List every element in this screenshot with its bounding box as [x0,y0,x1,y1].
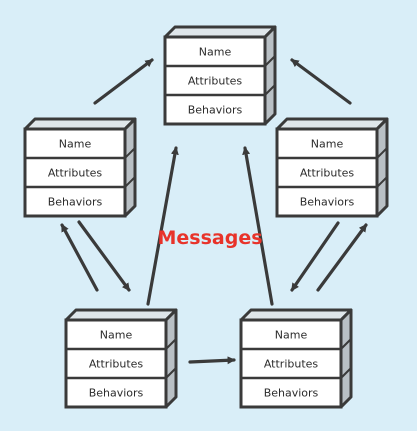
message-arrow [316,223,368,292]
box-side-divider [124,176,136,188]
box-front-face [239,318,343,409]
box-side-divider [165,367,177,379]
box-front-face [275,127,379,218]
box-attributes-label: Attributes [300,167,355,180]
message-arrow [146,146,179,306]
box-behaviors-label: Behaviors [264,387,319,400]
box-side-divider [340,338,352,350]
box-name-label: Name [311,138,344,151]
box-name-label: Name [59,138,92,151]
box-name-label: Name [100,329,133,342]
box-side-divider [165,338,177,350]
box-attributes-label: Attributes [89,358,144,371]
box-side-divider [376,147,388,159]
box-side-divider [376,176,388,188]
message-arrow [93,58,154,105]
object-boxes: NameAttributesBehaviorsNameAttributesBeh… [23,25,389,409]
box-side-divider [340,367,352,379]
box-name-label: Name [275,329,308,342]
box-behaviors-label: Behaviors [89,387,144,400]
box-attributes-label: Attributes [48,167,103,180]
message-arrow [290,58,352,105]
box-side-divider [264,55,276,67]
message-arrow [60,223,99,292]
box-front-face [163,35,267,126]
box-behaviors-label: Behaviors [48,196,103,209]
message-arrow [290,221,340,292]
box-front-face [64,318,168,409]
box-front-face [23,127,127,218]
box-behaviors-label: Behaviors [188,104,243,117]
message-arrow [242,146,274,306]
box-attributes-label: Attributes [188,75,243,88]
box-side-divider [264,84,276,96]
messages-label: Messages [157,227,262,249]
box-behaviors-label: Behaviors [300,196,355,209]
box-attributes-label: Attributes [264,358,319,371]
message-arrows [60,58,368,365]
box-side-divider [124,147,136,159]
message-arrow [188,356,236,365]
message-arrow [77,220,131,292]
box-name-label: Name [199,46,232,59]
